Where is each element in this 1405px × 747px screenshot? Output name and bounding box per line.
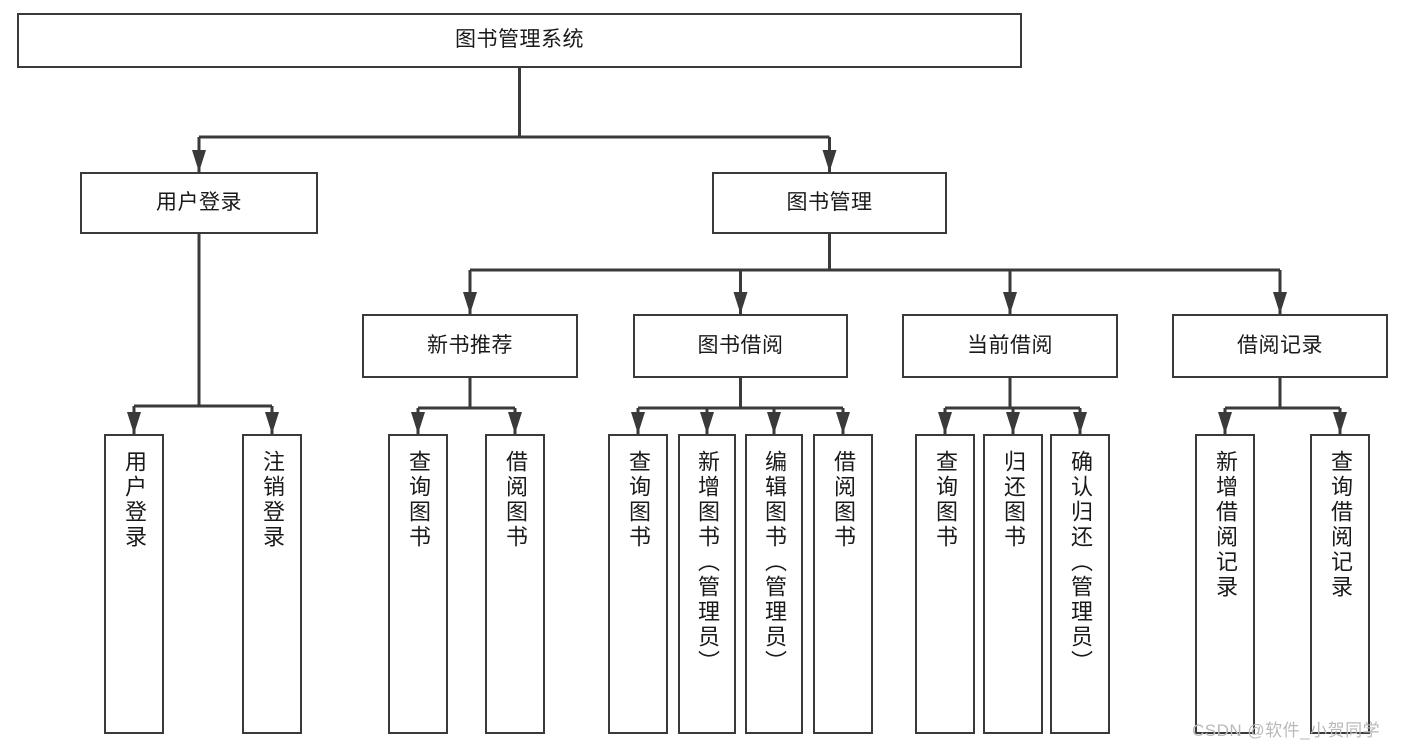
arrowhead-icon — [1218, 412, 1232, 434]
node-label: 注销登录 — [260, 450, 285, 550]
node-l5: 查询图书 — [608, 434, 668, 734]
arrowhead-icon — [1003, 292, 1017, 314]
node-label: 查询图书 — [933, 450, 958, 550]
arrowhead-icon — [822, 150, 837, 172]
node-l6: 新增图书（管理员） — [678, 434, 736, 734]
node-label: 用户登录 — [122, 450, 147, 550]
node-root: 图书管理系统 — [17, 13, 1022, 68]
arrowhead-icon — [631, 412, 645, 434]
arrowhead-icon — [767, 412, 781, 434]
node-label: 新增图书（管理员） — [695, 450, 720, 675]
node-label: 用户登录 — [156, 190, 242, 214]
node-newrec: 新书推荐 — [362, 314, 578, 378]
node-label: 图书管理 — [786, 190, 873, 214]
arrowhead-icon — [1006, 412, 1020, 434]
node-label: 编辑图书（管理员） — [762, 450, 787, 675]
node-l9: 查询图书 — [915, 434, 975, 734]
node-label: 新书推荐 — [427, 333, 513, 357]
node-label: 新增借阅记录 — [1213, 450, 1238, 600]
node-l4: 借阅图书 — [485, 434, 545, 734]
arrowhead-icon — [733, 292, 748, 314]
node-records: 借阅记录 — [1172, 314, 1388, 378]
node-l12: 新增借阅记录 — [1195, 434, 1255, 734]
node-label: 查询图书 — [626, 450, 651, 550]
node-l1: 用户登录 — [104, 434, 164, 734]
arrowhead-icon — [836, 412, 850, 434]
arrowhead-icon — [938, 412, 952, 434]
node-l7: 编辑图书（管理员） — [745, 434, 803, 734]
arrowhead-icon — [1273, 292, 1287, 314]
node-label: 当前借阅 — [967, 333, 1053, 357]
arrowhead-icon — [265, 412, 279, 434]
node-label: 查询借阅记录 — [1328, 450, 1353, 600]
node-label: 图书借阅 — [697, 333, 784, 357]
node-label: 确认归还（管理员） — [1068, 450, 1093, 675]
node-label: 图书管理系统 — [455, 28, 584, 52]
node-label: 归还图书 — [1001, 450, 1026, 550]
arrowhead-icon — [700, 412, 714, 434]
node-l13: 查询借阅记录 — [1310, 434, 1370, 734]
node-l10: 归还图书 — [983, 434, 1043, 734]
arrowhead-icon — [411, 412, 425, 434]
node-label: 借阅记录 — [1237, 333, 1323, 357]
arrowhead-icon — [1333, 412, 1347, 434]
node-label: 借阅图书 — [831, 450, 856, 550]
node-label: 借阅图书 — [503, 450, 528, 550]
arrowhead-icon — [508, 412, 522, 434]
node-label: 查询图书 — [406, 450, 431, 550]
arrowhead-icon — [463, 292, 477, 314]
node-bookmgmt: 图书管理 — [712, 172, 947, 234]
arrowhead-icon — [127, 412, 141, 434]
node-borrow: 图书借阅 — [633, 314, 848, 378]
arrowhead-icon — [1073, 412, 1087, 434]
node-l8: 借阅图书 — [813, 434, 873, 734]
node-l2: 注销登录 — [242, 434, 302, 734]
node-current: 当前借阅 — [902, 314, 1118, 378]
node-l3: 查询图书 — [388, 434, 448, 734]
node-login: 用户登录 — [80, 172, 318, 234]
arrowhead-icon — [192, 150, 206, 172]
node-l11: 确认归还（管理员） — [1050, 434, 1110, 734]
